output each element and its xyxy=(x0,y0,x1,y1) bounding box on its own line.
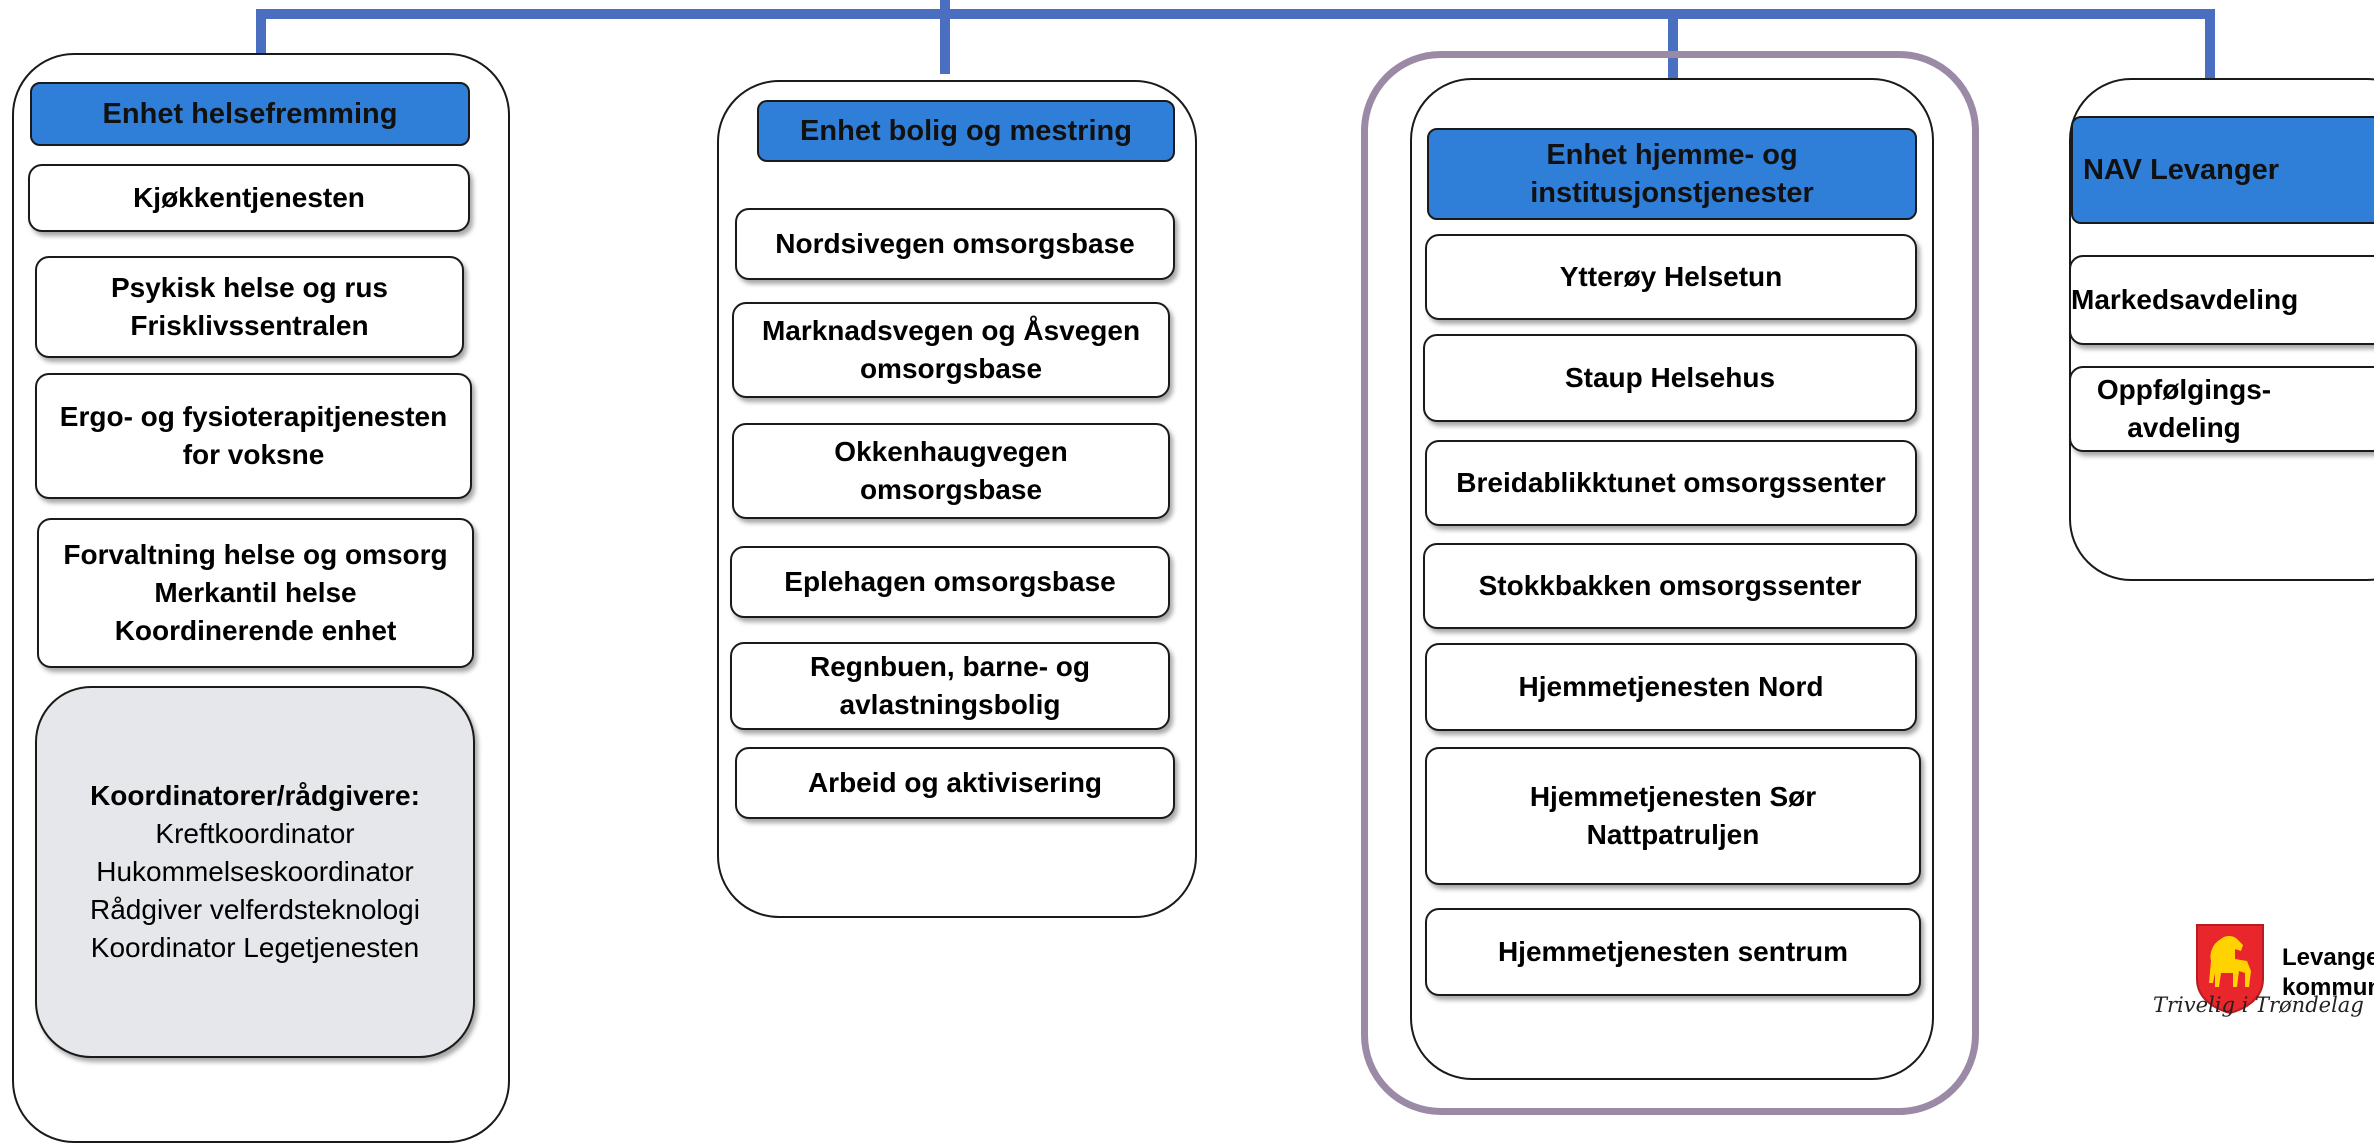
subunit-box[interactable]: Ytterøy Helsetun xyxy=(1425,234,1917,320)
coordinator-line: Hukommelseskoordinator xyxy=(96,856,414,887)
subunit-box[interactable]: Hjemmetjenesten Nord xyxy=(1425,643,1917,731)
subunit-box[interactable]: Staup Helsehus xyxy=(1423,334,1917,422)
subunit-box[interactable]: Kjøkkentjenesten xyxy=(28,164,470,232)
subunit-box[interactable]: Marknadsvegen og Åsvegen omsorgsbase xyxy=(732,302,1170,398)
subunit-box[interactable]: Breidablikktunet omsorgssenter xyxy=(1425,440,1917,526)
subunit-box[interactable]: Psykisk helse og rus Frisklivssentralen xyxy=(35,256,464,358)
subunit-box[interactable]: Oppfølgings- avdeling xyxy=(2069,366,2374,452)
coordinators-box[interactable]: Koordinatorer/rådgivere: Kreftkoordinato… xyxy=(35,686,475,1058)
subunit-box[interactable]: Regnbuen, barne- og avlastningsbolig xyxy=(730,642,1170,730)
logo-name-text: Levange kommun xyxy=(2282,944,2374,1001)
connector-drop-helsefremming xyxy=(256,9,266,53)
subunit-box[interactable]: Nordsivegen omsorgsbase xyxy=(735,208,1175,280)
connector-trunk xyxy=(940,0,950,74)
coordinators-title: Koordinatorer/rådgivere: xyxy=(90,780,420,811)
subunit-box[interactable]: Eplehagen omsorgsbase xyxy=(730,546,1170,618)
connector-drop-hjemme xyxy=(1668,9,1678,79)
unit-header-bolig[interactable]: Enhet bolig og mestring xyxy=(757,100,1175,162)
subunit-box[interactable]: Arbeid og aktivisering xyxy=(735,747,1175,819)
logo-tagline: Trivelig i Trøndelag xyxy=(2153,993,2364,1017)
subunit-box[interactable]: Ergo- og fysioterapitjenesten for voksne xyxy=(35,373,472,499)
connector-drop-nav xyxy=(2205,9,2215,79)
unit-highlight-frame xyxy=(1361,51,1979,1115)
subunit-box[interactable]: Hjemmetjenesten sentrum xyxy=(1425,908,1921,996)
subunit-box[interactable]: Okkenhaugvegen omsorgsbase xyxy=(732,423,1170,519)
subunit-box[interactable]: Forvaltning helse og omsorg Merkantil he… xyxy=(37,518,474,668)
subunit-box[interactable]: Markedsavdeling xyxy=(2069,255,2374,345)
connector-top-bar xyxy=(256,9,2214,19)
subunit-box[interactable]: Stokkbakken omsorgssenter xyxy=(1423,543,1917,629)
subunit-box[interactable]: Hjemmetjenesten Sør Nattpatruljen xyxy=(1425,747,1921,885)
unit-header-helsefremming[interactable]: Enhet helsefremming xyxy=(30,82,470,146)
coordinator-line: Rådgiver velferdsteknologi xyxy=(90,894,420,925)
levanger-coat-of-arms-icon xyxy=(2195,923,2265,1015)
coordinator-line: Koordinator Legetjenesten xyxy=(90,932,420,963)
unit-header-nav[interactable]: NAV Levanger xyxy=(2071,116,2374,224)
unit-header-hjemme[interactable]: Enhet hjemme- og institusjonstjenester xyxy=(1427,128,1917,220)
coordinator-line: Kreftkoordinator xyxy=(155,818,355,849)
